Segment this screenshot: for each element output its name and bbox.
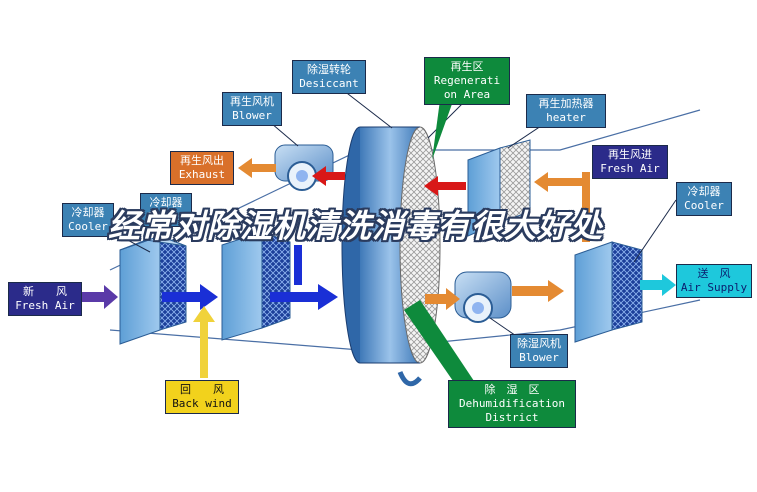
dehum-air-arrow-2 — [270, 284, 338, 310]
back-wind-arrow — [193, 306, 215, 378]
regen-fresh-arrow — [534, 172, 582, 192]
process-air-arrow-1 — [425, 288, 460, 310]
dehum-district-callout — [404, 300, 480, 394]
fresh-air-arrow — [82, 285, 118, 309]
overlay-title: 经常对除湿机清洗消毒有很大好处 — [108, 207, 604, 245]
dehum-air-arrow-1 — [162, 284, 218, 310]
dehum-blower-graphic — [454, 271, 512, 323]
supply-air-arrow — [640, 274, 676, 296]
desiccant-wheel — [341, 126, 441, 387]
regen-area-callout — [432, 100, 452, 160]
cooler-unit-right — [574, 241, 643, 343]
flow-arrows — [82, 158, 676, 378]
regen-blower-graphic — [274, 144, 334, 191]
process-air-arrow-2 — [512, 280, 564, 302]
regen-air-arrow-2 — [312, 166, 345, 186]
cooler-unit-left — [119, 235, 187, 345]
cooler-unit-middle — [221, 231, 291, 341]
exhaust-arrow — [238, 158, 276, 178]
regen-heater-graphic — [467, 139, 531, 237]
callout-lines — [104, 79, 677, 341]
regen-air-arrow-1 — [424, 176, 466, 196]
